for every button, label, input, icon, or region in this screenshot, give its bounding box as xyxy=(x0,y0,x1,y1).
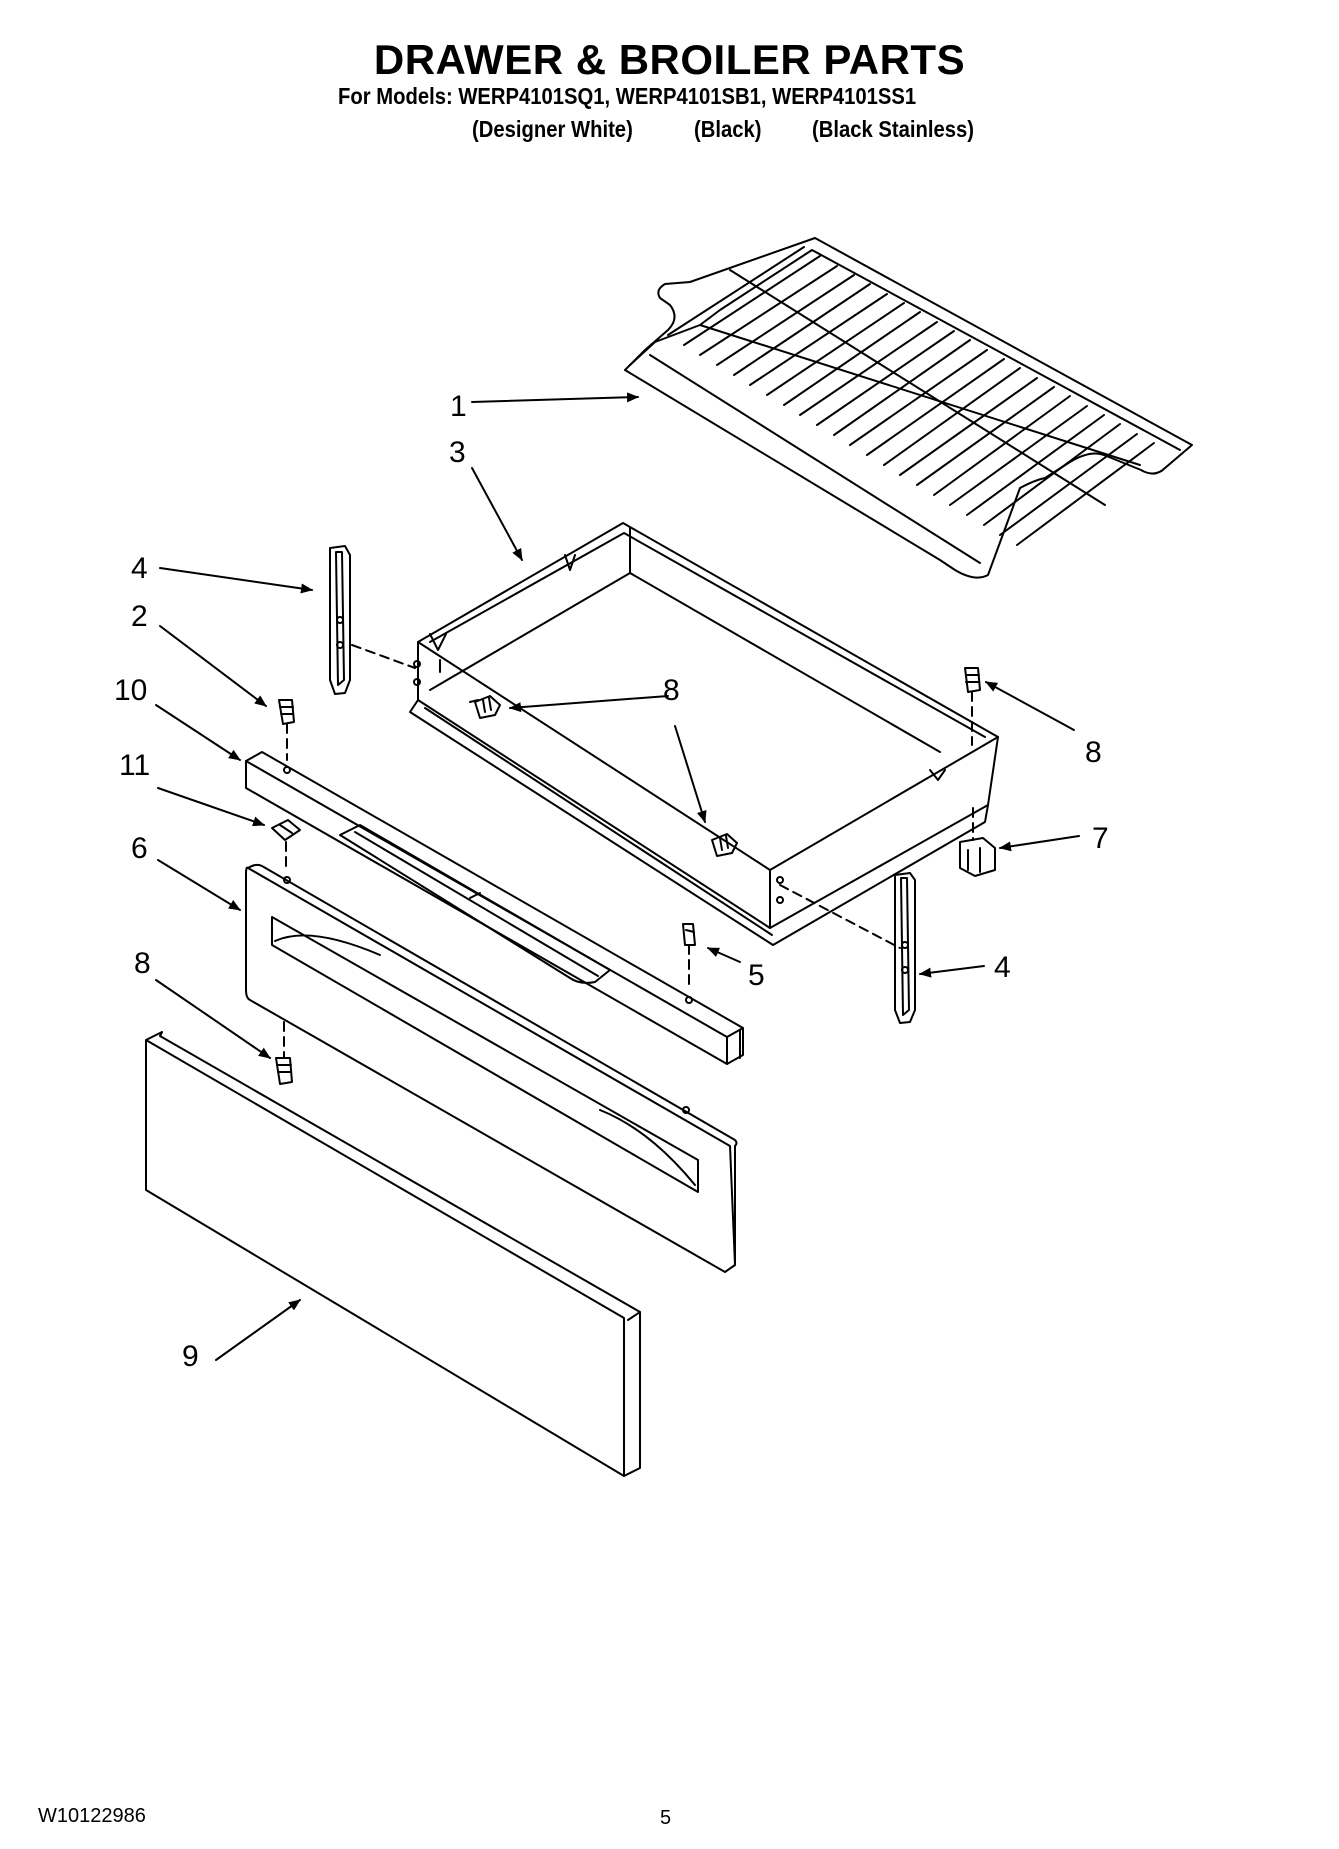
variant-black: (Black) xyxy=(694,116,762,142)
models-line: For Models: WERP4101SQ1, WERP4101SB1, WE… xyxy=(338,83,917,109)
callout-5: 5 xyxy=(748,959,765,992)
variant-designer-white: (Designer White) xyxy=(472,116,633,142)
callout-10: 10 xyxy=(114,674,147,707)
callout-1: 1 xyxy=(450,390,467,423)
screw-pan-right xyxy=(964,667,981,746)
page-number: 5 xyxy=(660,1807,672,1829)
screw-pan-left xyxy=(469,695,501,719)
callout-3: 3 xyxy=(449,436,466,469)
clip-part-11 xyxy=(271,819,301,871)
leader-lines xyxy=(155,392,1080,1361)
document-number: W10122986 xyxy=(38,1805,146,1827)
callout-6: 6 xyxy=(131,832,148,865)
callout-2: 2 xyxy=(131,600,148,633)
screw-pan-center xyxy=(711,833,738,857)
slide-bracket-right xyxy=(779,872,916,1024)
callout-labels: 1 3 4 2 10 11 6 8 8 7 5 4 8 9 xyxy=(114,390,1109,1373)
callout-9: 9 xyxy=(182,1340,199,1373)
callout-4-left: 4 xyxy=(131,552,148,585)
stud-part-5 xyxy=(682,923,696,989)
drawer-pan xyxy=(409,522,999,946)
page-title: DRAWER & BROILER PARTS xyxy=(373,36,966,83)
callout-4-right: 4 xyxy=(994,951,1011,984)
callout-7: 7 xyxy=(1092,822,1109,855)
callout-11: 11 xyxy=(119,749,150,782)
drawer-front xyxy=(245,863,738,1273)
screw-top-left xyxy=(278,699,295,761)
callout-8-left: 8 xyxy=(134,947,151,980)
callout-8-right: 8 xyxy=(1085,736,1102,769)
slide-bracket-left xyxy=(329,545,416,695)
screw-bottom-left xyxy=(275,1021,293,1085)
variant-black-stainless: (Black Stainless) xyxy=(812,116,975,142)
callout-8-center: 8 xyxy=(663,674,680,707)
kick-panel xyxy=(145,1031,641,1477)
broiler-rack xyxy=(624,237,1193,579)
clip-part-7 xyxy=(959,807,996,877)
trim-bar xyxy=(245,751,744,1065)
